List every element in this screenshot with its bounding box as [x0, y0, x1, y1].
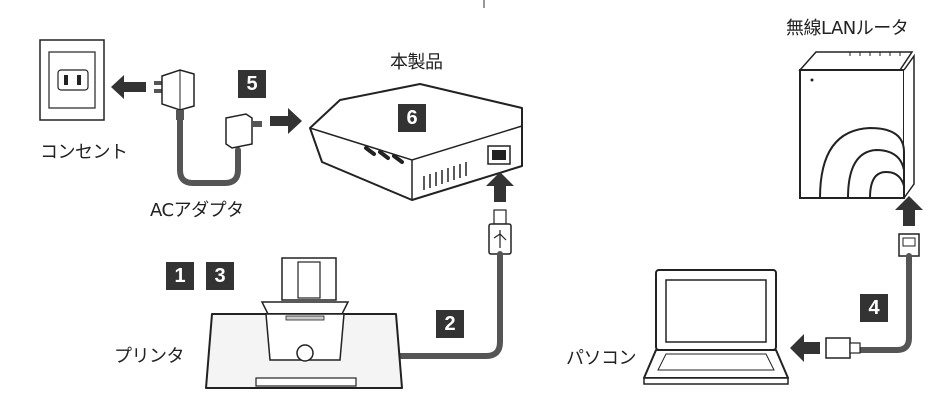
pc-label: パソコン [566, 348, 637, 369]
arrow-to-outlet [111, 75, 146, 99]
outlet-icon [39, 39, 105, 121]
product-device-icon [309, 83, 523, 201]
product-label: 本製品 [390, 52, 443, 73]
usb-connector-icon [488, 209, 512, 255]
arrow-to-pc [790, 334, 820, 362]
lan-cable [857, 253, 912, 353]
step-badge: 6 [398, 104, 426, 132]
adapter-cable [177, 117, 241, 186]
router-label: 無線LANルータ [786, 18, 909, 39]
lan-connector-router-icon [898, 233, 920, 257]
step-badge: 2 [436, 310, 464, 338]
usb-cable [397, 251, 503, 359]
router-icon [798, 51, 915, 199]
laptop-icon [643, 269, 789, 385]
printer-label: プリンタ [114, 346, 185, 367]
ac-adapter-label: ACアダプタ [150, 200, 244, 221]
printer-icon [205, 257, 403, 389]
lan-connector-pc-icon [825, 337, 861, 359]
step-badge: 3 [206, 262, 234, 290]
outlet-label: コンセント [40, 142, 128, 163]
step-badge: 1 [166, 262, 194, 290]
arrow-to-usb-port [486, 172, 514, 202]
step-badge: 5 [238, 70, 266, 98]
ac-adapter-icon [154, 69, 195, 120]
arrow-to-product [270, 108, 302, 134]
step-badge: 4 [860, 294, 888, 322]
dc-connector-icon [225, 113, 262, 149]
arrow-to-router [895, 196, 923, 226]
